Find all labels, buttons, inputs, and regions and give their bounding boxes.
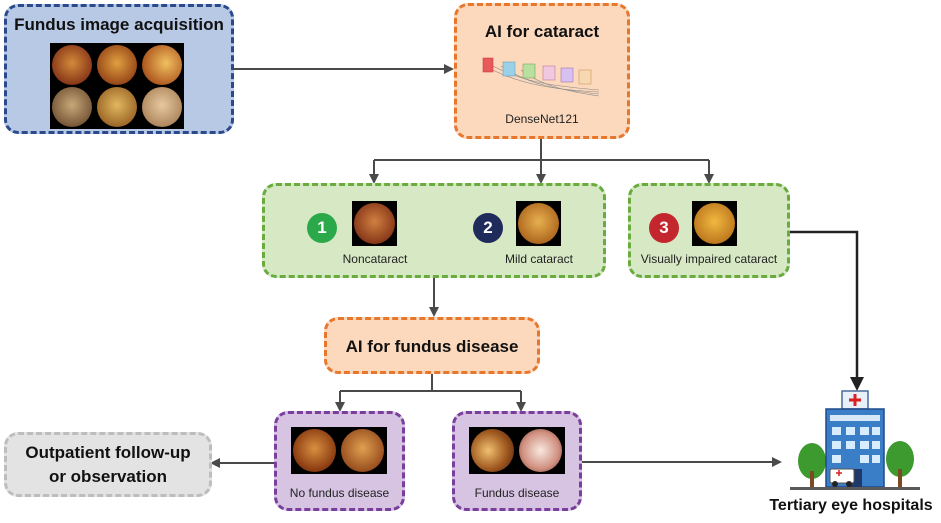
fundus-thumb [97,45,137,85]
fundus-thumb [519,429,562,472]
fundus-thumb [293,429,336,472]
hospital-icon [790,390,920,490]
impaired-cataract-image [692,201,737,246]
acquisition-title: Fundus image acquisition [14,15,224,34]
class-3-badge: 3 [649,213,679,243]
fundus-thumb [354,203,395,244]
fundus-disease-images [469,427,565,474]
tertiary-label: Tertiary eye hospitals [769,497,933,514]
class-1-badge: 1 [307,213,337,243]
noncataract-label: Noncataract [342,252,408,266]
arrow-impaired-to-tertiary [790,230,864,391]
impaired-cataract-label: Visually impaired cataract [640,252,778,266]
outpatient-line1: Outpatient follow-up [25,443,191,462]
ai-cataract-box: AI for cataract DenseNet121 [454,3,630,139]
fundus-thumb [142,45,182,85]
no-fundus-images [291,427,387,474]
ai-fundus-title: AI for fundus disease [345,337,519,356]
fundus-thumb [694,203,735,244]
model-name: DenseNet121 [505,112,579,126]
no-fundus-box: No fundus disease [274,411,405,511]
mild-cataract-image [516,201,561,246]
no-fundus-label: No fundus disease [289,486,390,500]
class-2-badge: 2 [473,213,503,243]
outpatient-line2: or observation [48,467,168,486]
fundus-thumb [52,87,92,127]
ai-cataract-title: AI for cataract [484,22,600,41]
densenet-diagram-icon [482,57,600,97]
fundus-thumb [97,87,137,127]
noncataract-mild-box: 1 Noncataract 2 Mild cataract [262,183,606,278]
fundus-disease-label: Fundus disease [474,486,560,500]
fundus-thumb [142,87,182,127]
fundus-thumb [518,203,559,244]
outpatient-box: Outpatient follow-up or observation [4,432,212,497]
mild-cataract-label: Mild cataract [504,252,574,266]
impaired-cataract-box: 3 Visually impaired cataract [628,183,790,278]
fundus-image-grid [50,43,184,129]
noncataract-image [352,201,397,246]
fundus-thumb [471,429,514,472]
fundus-disease-box: Fundus disease [452,411,582,511]
fundus-thumb [341,429,384,472]
ai-fundus-box: AI for fundus disease [324,317,540,374]
acquisition-box: Fundus image acquisition [4,4,234,134]
fundus-thumb [52,45,92,85]
